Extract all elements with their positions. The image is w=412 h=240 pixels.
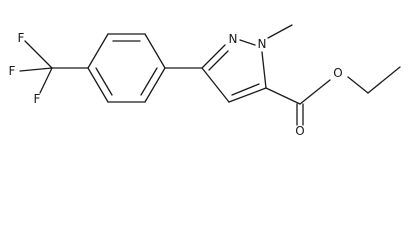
bond-ch2-ch3: [367, 66, 401, 94]
atom-fluorine-top: F: [18, 31, 25, 45]
bond-benzene-double-3: [95, 67, 113, 96]
atom-oxygen-carbonyl: O: [295, 124, 304, 138]
atom-fluorine-left: F: [9, 64, 16, 78]
bond-c4-c3: [201, 67, 230, 103]
bond-c5-carbonyl: [265, 87, 301, 105]
bond-c3-n2-double-inner: [208, 50, 229, 71]
bond-benzene-4: [144, 67, 166, 103]
bond-benzene-3: [144, 33, 166, 69]
chemical-structure: F F F N N O O: [9, 24, 401, 138]
bond-n1-methyl: [267, 24, 293, 39]
bond-benzene-6: [87, 67, 109, 103]
atom-nitrogen-ring: N: [229, 32, 238, 46]
bond-n2-n1: [239, 39, 256, 46]
bond-lines: [19, 24, 401, 126]
atom-fluorine-bottom: F: [34, 92, 41, 106]
atom-nitrogen-methyl: N: [258, 37, 267, 51]
bond-benzene-double-2: [140, 67, 158, 96]
atom-oxygen-ester: O: [333, 66, 342, 80]
bond-oxygen-ch2: [347, 76, 369, 94]
bond-carbonyl-oxygen: [299, 79, 331, 105]
bond-cf3-f-bottom: [39, 67, 53, 94]
bond-cf3-f-top: [24, 40, 53, 69]
bond-benzene-1: [87, 33, 109, 69]
bond-c3-n2-double-outer: [201, 44, 226, 69]
bond-c5-c4-double-inner: [231, 83, 260, 96]
atom-labels: F F F N N O O: [9, 31, 343, 138]
bond-c5-c4-double-outer: [228, 87, 267, 103]
bond-n1-c5: [261, 51, 267, 89]
bond-cf3-f-left: [19, 67, 53, 72]
